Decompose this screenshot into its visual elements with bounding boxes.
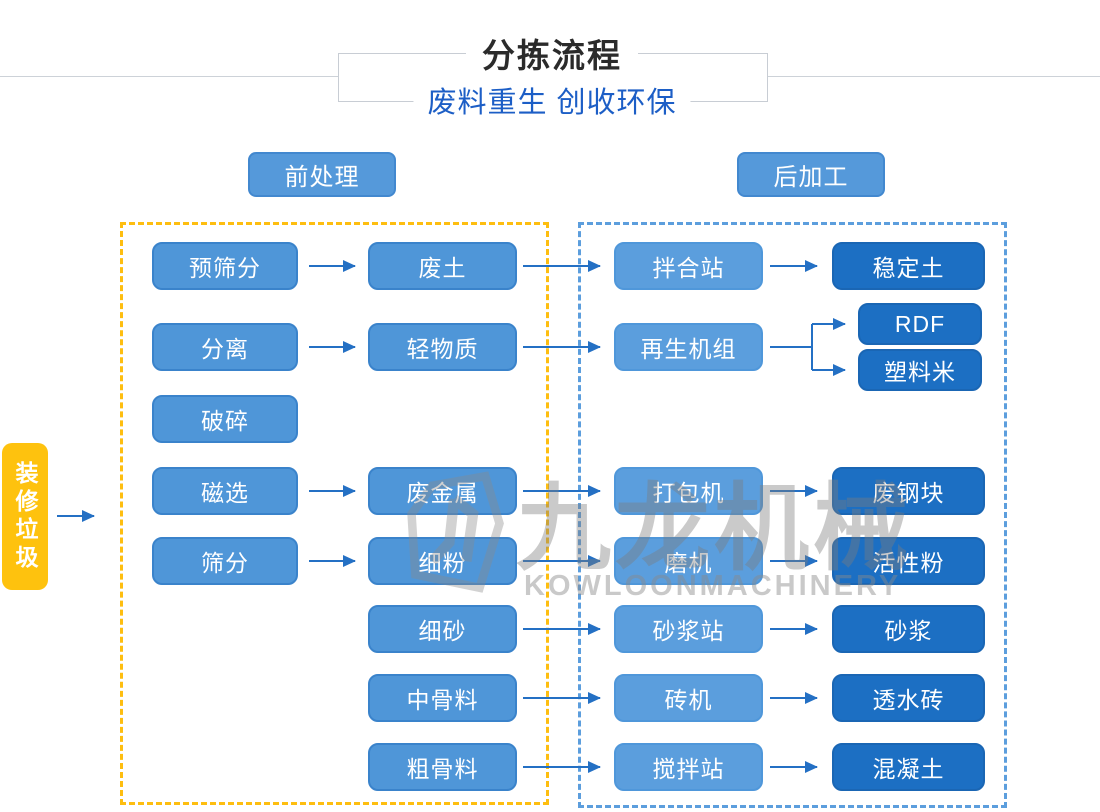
- page-title: 分拣流程: [466, 29, 638, 77]
- node-fine-sand: 细砂: [368, 605, 517, 653]
- node-renovation-waste: 装修垃圾: [2, 443, 48, 590]
- node-concrete: 混凝土: [832, 743, 985, 791]
- node-fine-powder: 细粉: [368, 537, 517, 585]
- node-stabilized-soil: 稳定土: [832, 242, 985, 290]
- node-screening: 筛分: [152, 537, 298, 585]
- node-permeable-brick: 透水砖: [832, 674, 985, 722]
- node-recycling-unit: 再生机组: [614, 323, 763, 371]
- node-mortar-plant: 砂浆站: [614, 605, 763, 653]
- node-crushing: 破碎: [152, 395, 298, 443]
- zone-pre-processing: [120, 222, 549, 805]
- zone-post-processing: [578, 222, 1007, 808]
- node-coarse-aggregate: 粗骨料: [368, 743, 517, 791]
- node-batching-plant: 搅拌站: [614, 743, 763, 791]
- node-medium-aggregate: 中骨料: [368, 674, 517, 722]
- page-subtitle: 废料重生 创收环保: [413, 79, 691, 121]
- node-waste-soil: 废土: [368, 242, 517, 290]
- node-scrap-steel: 废钢块: [832, 467, 985, 515]
- node-baler: 打包机: [614, 467, 763, 515]
- section-label-post-processing: 后加工: [737, 152, 885, 197]
- node-light-materials: 轻物质: [368, 323, 517, 371]
- node-mortar: 砂浆: [832, 605, 985, 653]
- node-magnetic-separation: 磁选: [152, 467, 298, 515]
- node-mill: 磨机: [614, 537, 763, 585]
- node-rdf: RDF: [858, 303, 982, 345]
- node-scrap-metal: 废金属: [368, 467, 517, 515]
- node-separation: 分离: [152, 323, 298, 371]
- node-plastic-pellets: 塑料米: [858, 349, 982, 391]
- node-active-powder: 活性粉: [832, 537, 985, 585]
- node-pre-screening: 预筛分: [152, 242, 298, 290]
- node-brick-machine: 砖机: [614, 674, 763, 722]
- section-label-pre-processing: 前处理: [248, 152, 396, 197]
- node-mixing-plant: 拌合站: [614, 242, 763, 290]
